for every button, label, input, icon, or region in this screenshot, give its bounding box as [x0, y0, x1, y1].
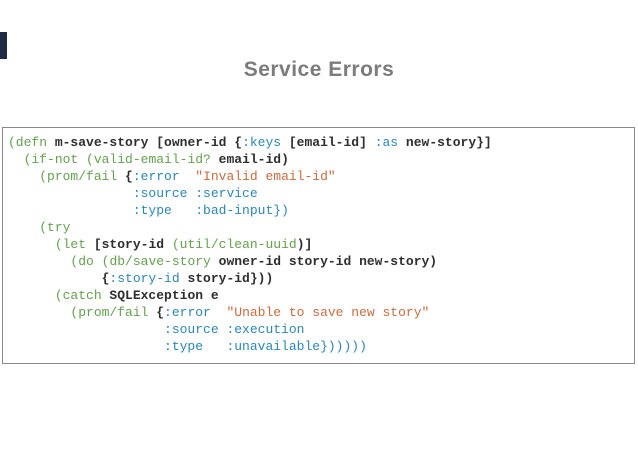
code-line: (catch SQLException e	[8, 287, 630, 304]
code-token	[8, 322, 164, 337]
code-token: m-save-story [owner-id {	[47, 135, 243, 150]
code-token: :execution	[226, 322, 305, 337]
code-token	[8, 237, 55, 252]
code-line: (prom/fail {:error "Unable to save new s…	[8, 304, 630, 321]
code-token: {	[148, 305, 165, 320]
code-token: "Unable to save new story"	[226, 305, 430, 320]
code-token	[8, 288, 55, 303]
code-token	[8, 169, 39, 184]
code-content: (defn m-save-story [owner-id {:keys [ema…	[3, 128, 634, 363]
code-line: :source :execution	[8, 321, 630, 338]
code-token: :story-id	[109, 271, 180, 286]
code-token: )]	[296, 237, 313, 252]
code-token	[94, 254, 102, 269]
code-token: :type	[164, 339, 204, 354]
code-line: (do (db/save-story owner-id story-id new…	[8, 253, 630, 270]
code-token: :as	[374, 135, 399, 150]
code-token: (defn	[8, 135, 48, 150]
code-token: email-id)	[210, 152, 289, 167]
slide-edge-accent	[0, 32, 7, 59]
code-token	[8, 152, 24, 167]
code-token: new-story}]	[398, 135, 492, 150]
code-token: owner-id story-id new-story)	[210, 254, 438, 269]
code-token: [email-id]	[281, 135, 375, 150]
code-line: (prom/fail {:error "Invalid email-id"	[8, 168, 630, 185]
code-token	[8, 186, 133, 201]
code-line: (try	[8, 219, 630, 236]
code-token	[8, 254, 70, 269]
code-token: "Invalid email-id"	[195, 169, 336, 184]
code-line: (let [story-id (util/clean-uuid)]	[8, 236, 630, 253]
code-token	[8, 305, 70, 320]
code-token: (if-not	[23, 152, 79, 167]
code-token: (prom/fail	[39, 169, 118, 184]
code-token: {	[8, 271, 110, 286]
code-token: {	[117, 169, 133, 184]
code-token: (do	[70, 254, 94, 269]
slide-title: Service Errors	[243, 58, 395, 81]
code-token: :keys	[242, 135, 282, 150]
code-token	[211, 305, 227, 320]
code-token	[78, 152, 86, 167]
code-token: (util/clean-uuid	[171, 237, 297, 252]
code-token	[8, 220, 39, 235]
code-token: (valid-email-id?	[86, 152, 211, 167]
code-line: {:story-id story-id}))	[8, 270, 630, 287]
code-line: (if-not (valid-email-id? email-id)	[8, 151, 630, 168]
code-token: :service	[195, 186, 258, 201]
code-line: :source :service	[8, 185, 630, 202]
code-token: :error	[164, 305, 211, 320]
code-token	[8, 339, 164, 354]
code-token: SQLException e	[101, 288, 219, 303]
code-token	[203, 339, 226, 354]
code-token: (try	[39, 220, 71, 235]
code-line: :type :unavailable})))))	[8, 338, 630, 355]
code-token: [story-id	[86, 237, 172, 252]
code-token	[180, 169, 196, 184]
code-token: :type	[132, 203, 172, 218]
code-token: :source	[164, 322, 219, 337]
code-token: :source	[132, 186, 188, 201]
code-line: (defn m-save-story [owner-id {:keys [ema…	[8, 134, 630, 151]
code-token: story-id}))	[179, 271, 274, 286]
code-token	[8, 203, 133, 218]
code-line: :type :bad-input})	[8, 202, 630, 219]
code-token: :unavailable})))))	[226, 339, 367, 354]
code-token: (let	[54, 237, 87, 252]
code-token: (db/save-story	[101, 254, 211, 269]
code-token: (prom/fail	[70, 305, 149, 320]
code-token: (catch	[54, 288, 102, 303]
code-token: :error	[132, 169, 180, 184]
code-token	[172, 203, 195, 218]
code-block: (defn m-save-story [owner-id {:keys [ema…	[2, 127, 635, 364]
code-token: :bad-input})	[195, 203, 289, 218]
